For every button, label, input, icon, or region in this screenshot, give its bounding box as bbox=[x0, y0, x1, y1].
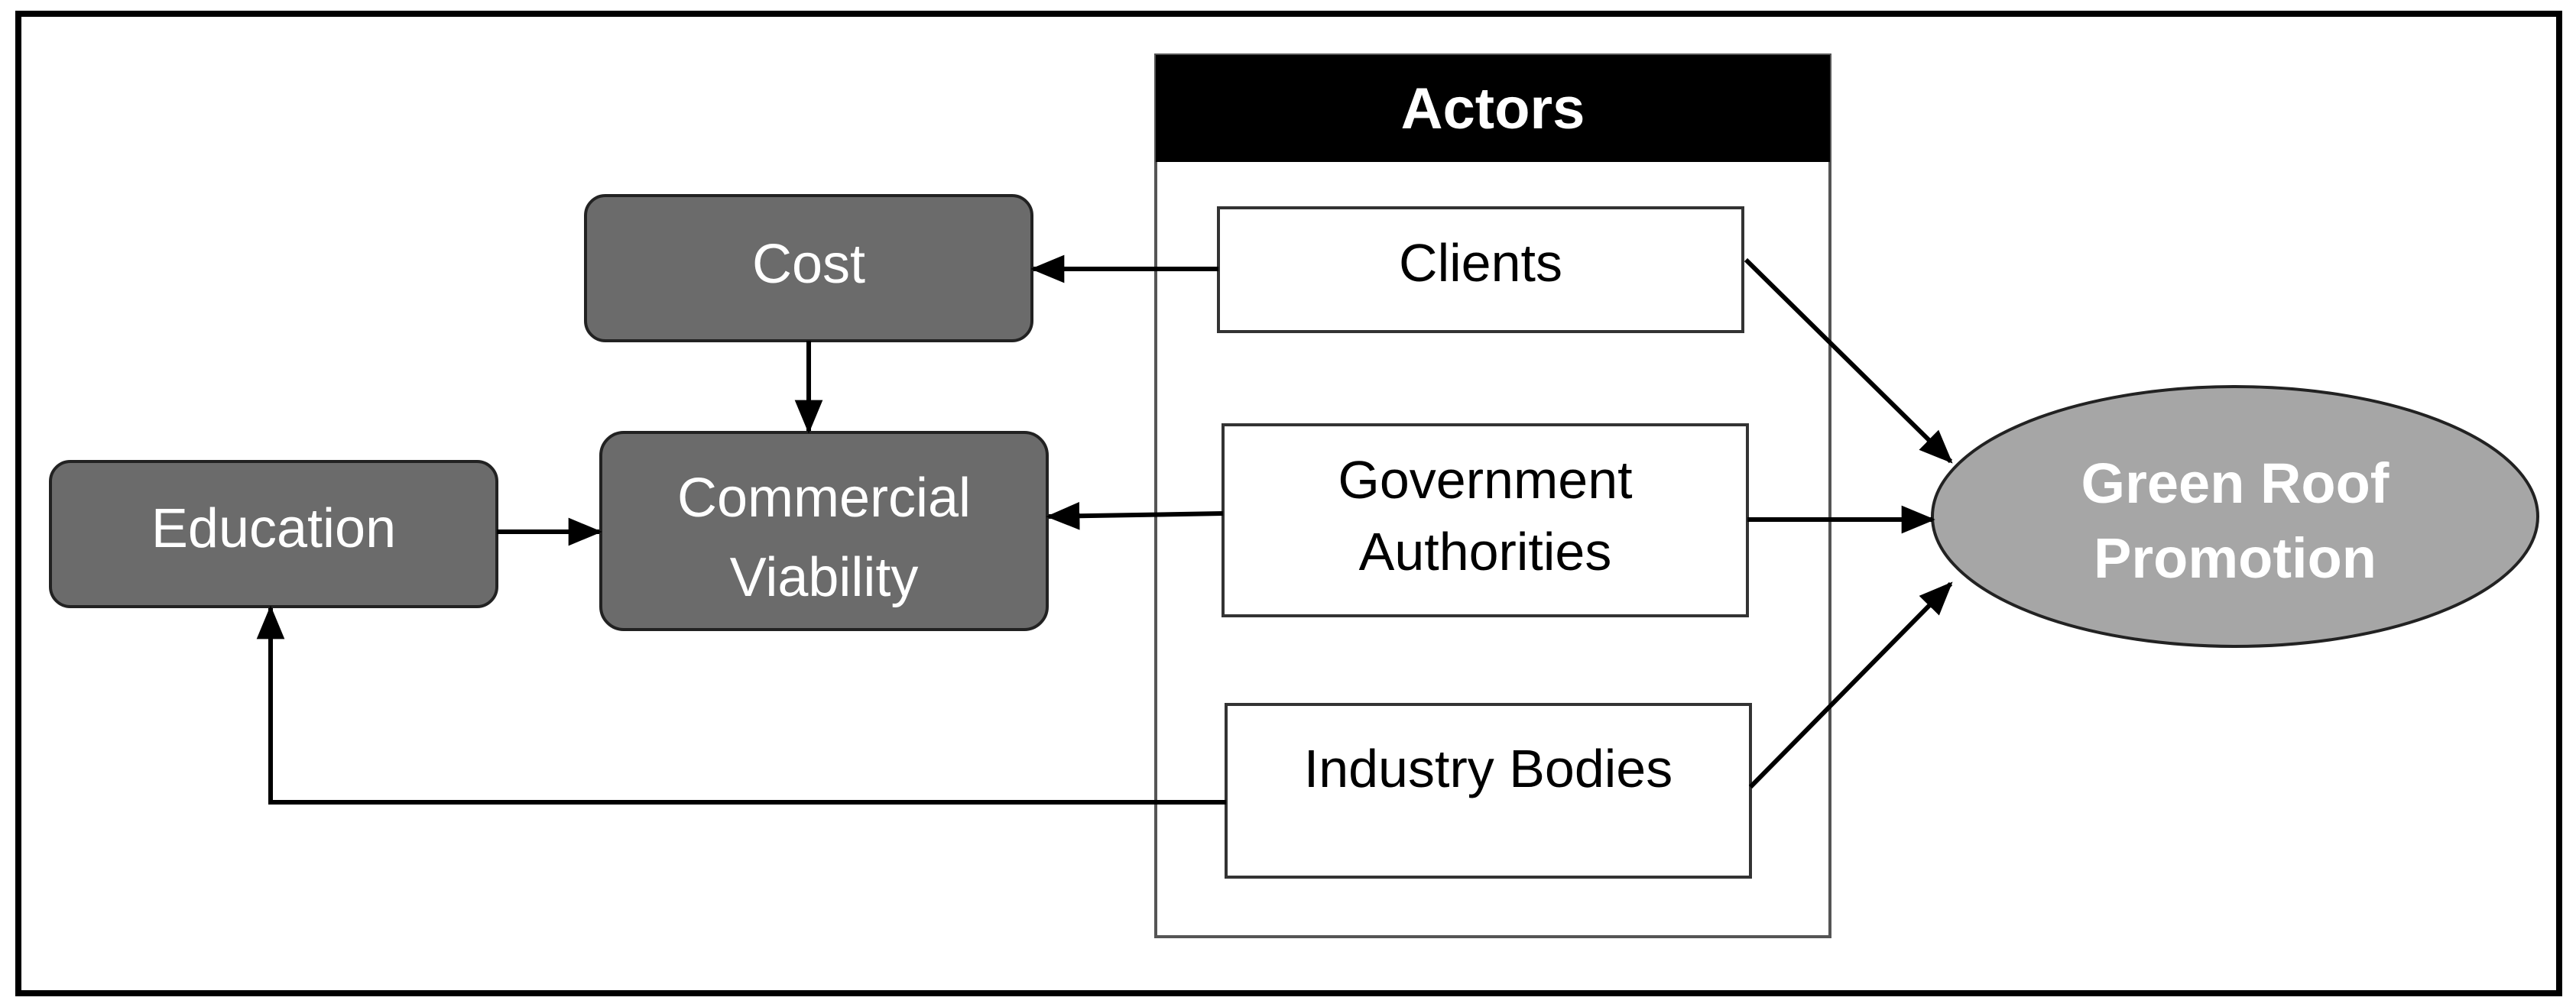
arrow-industry-bodies-to-green-roof bbox=[1748, 581, 1953, 789]
commercial-viability-label-line2: Viability bbox=[730, 547, 919, 608]
clients-label: Clients bbox=[1399, 233, 1562, 293]
arrow-clients-to-green-roof bbox=[1744, 257, 1953, 464]
cost-label: Cost bbox=[752, 234, 865, 295]
commercial-viability-label-line1: Commercial bbox=[677, 468, 971, 529]
clients-box bbox=[1217, 206, 1744, 333]
industry-bodies-box bbox=[1225, 703, 1752, 879]
actors-header bbox=[1156, 55, 1830, 162]
government-authorities-box bbox=[1221, 423, 1749, 617]
green-roof-promotion-label-line1: Green Roof bbox=[2081, 452, 2389, 515]
education-label: Education bbox=[151, 498, 396, 559]
green-roof-promotion-ellipse bbox=[1931, 385, 2539, 648]
government-authorities-label-line2: Authorities bbox=[1359, 522, 1612, 581]
arrow-government-to-commercial-viability bbox=[1046, 501, 1224, 530]
actors-header-label: Actors bbox=[1401, 76, 1585, 141]
green-roof-promotion-label-line2: Promotion bbox=[2094, 526, 2376, 590]
government-authorities-label-line1: Government bbox=[1338, 450, 1632, 510]
industry-bodies-label: Industry Bodies bbox=[1304, 739, 1672, 798]
arrow-industry-bodies-to-education bbox=[256, 605, 1226, 805]
